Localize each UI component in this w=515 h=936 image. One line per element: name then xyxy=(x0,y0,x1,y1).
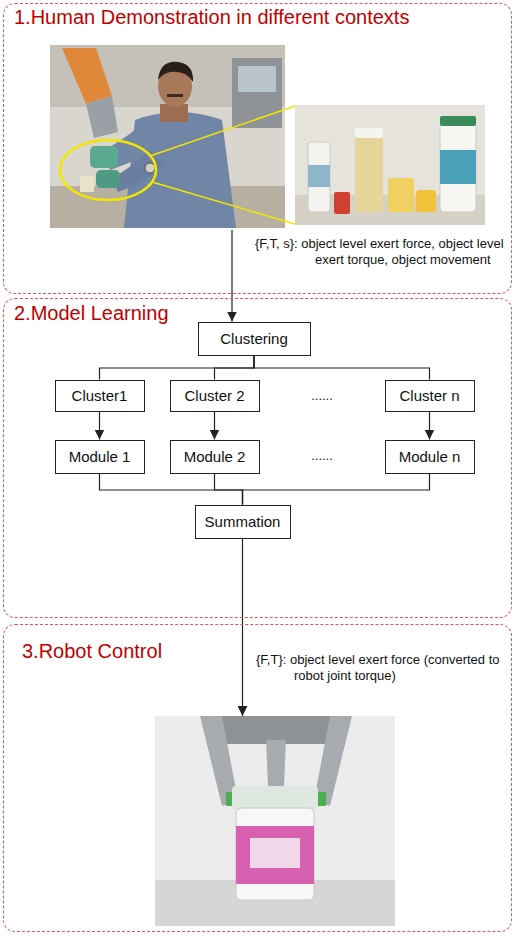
robot-arm-joint xyxy=(86,96,118,138)
jar-label-print xyxy=(250,838,300,868)
process-box: Cluster n xyxy=(385,380,475,412)
bottle-label xyxy=(308,165,330,187)
flow-connector xyxy=(99,412,100,440)
jar xyxy=(388,178,414,212)
data-glove xyxy=(90,146,118,168)
section-band: 3.Robot Control xyxy=(3,624,512,932)
jar xyxy=(236,808,314,900)
process-box: Summation xyxy=(195,505,291,539)
jar xyxy=(416,190,436,212)
robot-finger xyxy=(314,716,352,806)
flow-connector xyxy=(215,474,243,505)
jar-cap xyxy=(355,128,383,138)
jar xyxy=(440,122,476,212)
flow-connector xyxy=(243,474,430,505)
box-label: Module 2 xyxy=(184,448,246,466)
jar xyxy=(355,132,383,212)
highlight-circle xyxy=(60,140,156,200)
box-label: Cluster 2 xyxy=(184,387,244,405)
lab-screen xyxy=(238,66,276,92)
lab-equipment xyxy=(232,58,282,128)
ellipsis: ...... xyxy=(300,448,344,464)
data-glove xyxy=(96,170,120,188)
ellipsis: ...... xyxy=(300,388,344,404)
process-box: Cluster1 xyxy=(55,380,145,412)
box-label: Cluster n xyxy=(399,387,459,405)
held-object xyxy=(80,176,94,192)
process-box: Module n xyxy=(385,440,475,474)
robot-arm xyxy=(62,48,112,104)
jar-cap xyxy=(440,116,476,126)
objects-photo xyxy=(295,105,485,225)
bottle xyxy=(334,192,350,214)
person-moustache xyxy=(167,94,183,97)
zoom-line xyxy=(152,182,295,224)
robot-finger xyxy=(266,740,286,786)
process-box: Module 2 xyxy=(170,440,260,474)
demonstration-photo xyxy=(50,45,285,228)
flow-connector xyxy=(214,412,215,440)
signal-annotation: {F,T}: object level exert force (convert… xyxy=(256,652,510,684)
box-label: Summation xyxy=(205,513,281,531)
person-hair xyxy=(158,62,193,82)
flow-connector xyxy=(242,539,243,717)
box-label: Module n xyxy=(399,448,461,466)
section-title: 3.Robot Control xyxy=(22,639,162,663)
zoom-line xyxy=(150,106,295,156)
flow-connector xyxy=(100,474,243,505)
section-title: 2.Model Learning xyxy=(14,301,169,325)
jar-cap xyxy=(232,786,318,810)
photo-ground xyxy=(295,105,485,225)
flow-connector xyxy=(254,356,430,380)
flow-connector xyxy=(100,356,255,380)
process-box: Clustering xyxy=(198,322,311,356)
box-label: Cluster1 xyxy=(72,387,128,405)
process-box: Cluster 2 xyxy=(170,380,260,412)
process-box: Module 1 xyxy=(55,440,145,474)
section-title: 1.Human Demonstration in different conte… xyxy=(14,5,409,29)
robot-palm xyxy=(215,716,335,744)
robot-photo xyxy=(155,716,395,926)
section-band: ClusteringCluster1 Cluster 2 Cluster n Modu… xyxy=(3,298,512,618)
jar-label xyxy=(236,826,314,884)
flow-connector xyxy=(231,230,232,322)
box-label: Clustering xyxy=(220,330,288,348)
photo-ground xyxy=(50,45,285,228)
signal-annotation: {F,T, s}: object level exert force, obje… xyxy=(255,236,507,268)
bottle xyxy=(308,142,330,212)
flow-connector xyxy=(429,412,430,440)
wrist-watch xyxy=(145,163,155,173)
flow-connector xyxy=(215,356,255,380)
box-label: Module 1 xyxy=(69,448,131,466)
jar-label xyxy=(440,150,476,184)
photo-ground xyxy=(155,716,395,926)
